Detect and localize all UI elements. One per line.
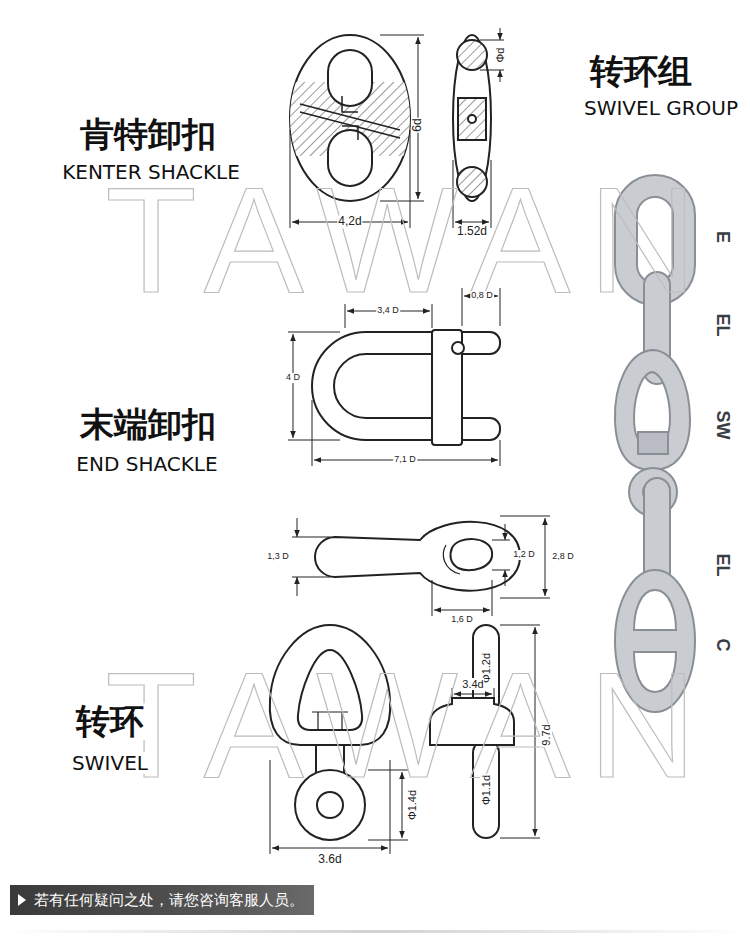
dimension: 9.7d bbox=[540, 723, 552, 746]
bullet-triangle bbox=[18, 894, 26, 906]
dimension: 6d bbox=[411, 117, 424, 132]
dimension: 7,1 D bbox=[393, 455, 417, 465]
chain-part-code: SW bbox=[712, 411, 732, 440]
chain-part-code: EL bbox=[712, 313, 732, 336]
dimension: 1,2 D bbox=[512, 550, 536, 560]
part-title-en: END SHACKLE bbox=[74, 453, 219, 475]
chain-part-code: EL bbox=[712, 553, 732, 576]
dimension: 3,4 D bbox=[376, 306, 400, 316]
dimension: 3.4d bbox=[461, 678, 484, 690]
notice-text: 若有任何疑问之处，请您咨询客服人员。 bbox=[34, 891, 304, 910]
enlarged-link bbox=[315, 522, 520, 591]
dimension: 1.52d bbox=[456, 225, 488, 238]
enlarged-link-dimensions bbox=[292, 516, 550, 616]
chain-part-code: C bbox=[712, 639, 732, 652]
dimension: Φ1.1d bbox=[480, 774, 492, 806]
dimension: 2,8 D bbox=[551, 552, 575, 562]
dimension: Φ1.4d bbox=[406, 789, 418, 821]
group-title-en: SWIVEL GROUP bbox=[582, 97, 740, 119]
part-title-en: KENTER SHACKLE bbox=[60, 161, 242, 183]
dimension: 1,6 D bbox=[450, 615, 474, 625]
chain-part-code: E bbox=[712, 231, 732, 243]
part-title-en: SWIVEL bbox=[70, 752, 150, 774]
dimension: 0,8 D bbox=[470, 291, 494, 301]
watermark: TAWAN bbox=[105, 643, 714, 808]
dimension: 4,2d bbox=[337, 215, 362, 228]
part-title: 肯特卸扣 bbox=[78, 116, 218, 153]
dimension: 1,3 D bbox=[266, 552, 290, 562]
group-title: 转环组 bbox=[588, 53, 694, 90]
part-title: 转环 bbox=[74, 703, 146, 740]
dimension: 4 D bbox=[285, 373, 301, 383]
part-title: 末端卸扣 bbox=[78, 406, 218, 443]
dimension: 3.6d bbox=[317, 853, 342, 866]
notice-band: 若有任何疑问之处，请您咨询客服人员。 bbox=[10, 885, 314, 915]
shadow-line bbox=[0, 930, 750, 933]
dimension: Φd bbox=[494, 47, 506, 64]
end-shackle bbox=[312, 330, 500, 445]
